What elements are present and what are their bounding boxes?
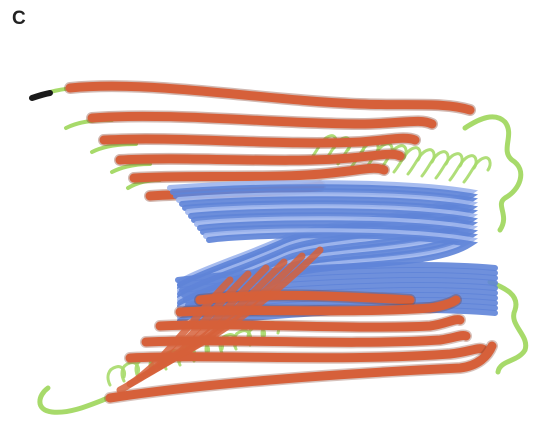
upper-beta-strands bbox=[32, 86, 470, 196]
comb-loop bbox=[464, 158, 490, 182]
strand-tip bbox=[32, 93, 50, 98]
beta-strand bbox=[70, 86, 470, 110]
bottom-left-loop bbox=[40, 388, 108, 412]
beta-strand bbox=[104, 138, 415, 143]
